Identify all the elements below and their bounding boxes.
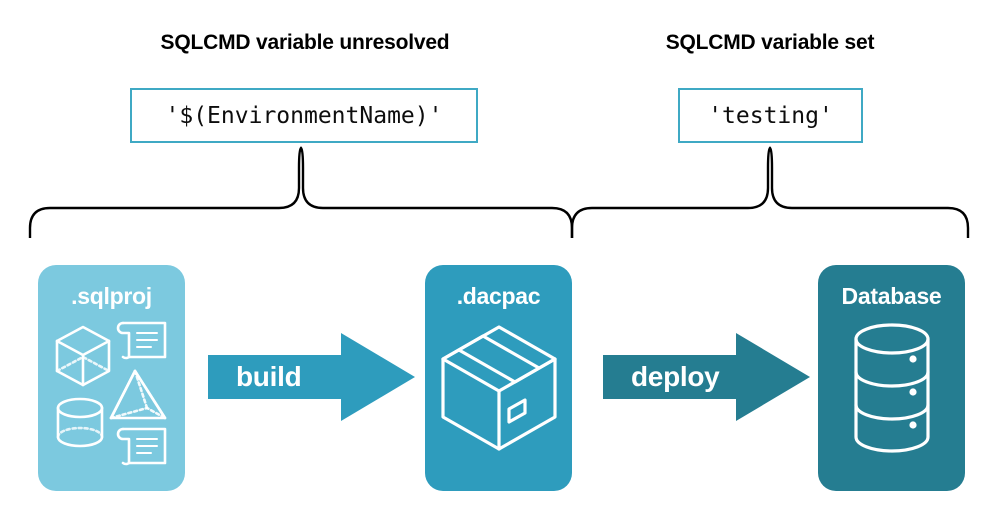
status-dot — [908, 421, 917, 429]
heading-sqlcmd-variable-set: SQLCMD variable set — [665, 31, 875, 54]
entity-dacpac: .dacpac — [425, 265, 572, 491]
arrow-deploy: deploy — [603, 333, 810, 421]
entity-database-art — [818, 313, 965, 491]
arrow-deploy-icon — [603, 333, 810, 421]
status-dot — [908, 355, 917, 363]
entity-dacpac-label: .dacpac — [456, 283, 541, 309]
entity-sqlproj-label: .sqlproj — [71, 283, 152, 309]
entity-database-label: Database — [841, 283, 942, 309]
entity-dacpac-art — [425, 313, 572, 491]
scroll-icon-top — [116, 321, 166, 360]
value-box-set: 'testing' — [678, 88, 863, 143]
arrow-build: build — [208, 333, 415, 421]
value-text-unresolved: '$(EnvironmentName)' — [165, 102, 443, 129]
arrow-build-icon — [208, 333, 415, 421]
sqlproj-objects-icon — [55, 321, 166, 466]
brace-left-icon — [28, 146, 574, 238]
brace-right-icon — [570, 146, 970, 238]
value-text-set: 'testing' — [708, 102, 833, 129]
package-box-icon — [440, 325, 557, 451]
value-box-unresolved: '$(EnvironmentName)' — [130, 88, 478, 143]
entity-sqlproj: .sqlproj — [38, 265, 185, 491]
scroll-icon-bottom — [116, 427, 166, 466]
pyramid-icon — [109, 369, 166, 420]
cube-icon — [55, 325, 110, 387]
status-dot — [908, 388, 917, 396]
cylinder-icon — [56, 397, 103, 448]
entity-database: Database — [818, 265, 965, 491]
entity-sqlproj-art — [38, 313, 185, 491]
heading-sqlcmd-variable-unresolved: SQLCMD variable unresolved — [160, 31, 450, 54]
database-cylinder-icon — [853, 323, 930, 453]
